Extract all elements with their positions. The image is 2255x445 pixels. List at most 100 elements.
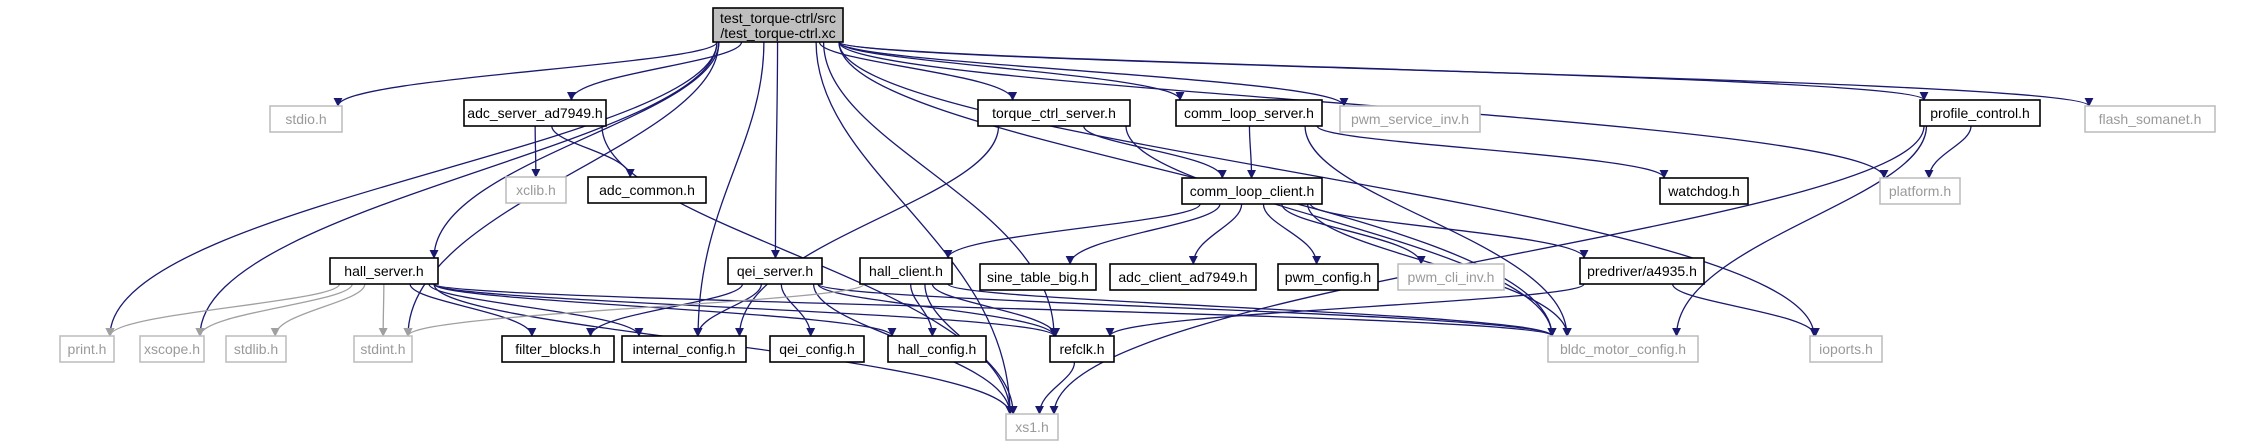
edge-root-to-print [105, 41, 718, 337]
edge-comm-srv-to-comm-client [1246, 125, 1257, 179]
edge-hall-server-to-stdint [378, 283, 388, 337]
graph-node-stdio[interactable]: stdio.h [269, 105, 343, 133]
graph-node-refclk[interactable]: refclk.h [1049, 335, 1115, 363]
node-label: adc_client_ad7949.h [1118, 269, 1247, 285]
edge-root-to-flash [838, 41, 2094, 107]
graph-node-comm-client[interactable]: comm_loop_client.h [1181, 177, 1323, 205]
graph-node-hall-server[interactable]: hall_server.h [329, 257, 439, 285]
node-label: comm_loop_server.h [1184, 105, 1314, 121]
edge-qei-server-to-bldc [817, 283, 1557, 337]
graph-node-qei-config[interactable]: qei_config.h [769, 335, 865, 363]
edge-comm-client-to-adc-client [1188, 203, 1243, 265]
edge-hall-client-to-refclk [931, 283, 1061, 337]
edge-root-to-stdio [333, 41, 718, 107]
edge-root-to-xs1 [815, 41, 1015, 415]
node-label: filter_blocks.h [515, 341, 601, 357]
graph-node-xs1[interactable]: xs1.h [1005, 413, 1059, 441]
node-label: platform.h [1889, 183, 1951, 199]
edge-adc-server-to-xclib [531, 125, 541, 178]
edge-qei-server-to-internal [693, 283, 762, 337]
graph-node-stdlib[interactable]: stdlib.h [225, 335, 287, 363]
dependency-nodes: test_torque-ctrl/src /test_torque-ctrl.x… [59, 7, 2216, 441]
node-label: adc_server_ad7949.h [467, 105, 602, 121]
node-label: internal_config.h [633, 341, 736, 357]
graph-node-filter[interactable]: filter_blocks.h [501, 335, 615, 363]
graph-node-xscope[interactable]: xscope.h [139, 335, 205, 363]
node-label: refclk.h [1059, 341, 1104, 357]
graph-node-xclib[interactable]: xclib.h [505, 176, 567, 204]
graph-node-flash[interactable]: flash_somanet.h [2084, 105, 2216, 133]
graph-node-qei-server[interactable]: qei_server.h [727, 257, 823, 285]
graph-node-pwm-cli-inv[interactable]: pwm_cli_inv.h [1397, 263, 1505, 291]
edge-predriver-to-refclk [1105, 283, 1585, 337]
node-label: hall_server.h [344, 263, 423, 279]
graph-node-pwm-inv[interactable]: pwm_service_inv.h [1339, 105, 1481, 133]
graph-node-print[interactable]: print.h [59, 335, 115, 363]
root-node-line2: /test_torque-ctrl.xc [720, 25, 835, 41]
edge-comm-client-to-hall-client [943, 203, 1201, 259]
node-label: print.h [68, 341, 107, 357]
edge-root-to-comm-srv [838, 41, 1185, 101]
edge-hall-client-to-hall-config [910, 283, 937, 337]
graph-node-bldc[interactable]: bldc_motor_config.h [1547, 335, 1699, 363]
edge-hall-server-to-stdlib [270, 283, 366, 337]
graph-node-adc-server[interactable]: adc_server_ad7949.h [463, 99, 607, 127]
edge-root-to-profile [838, 41, 1929, 101]
graph-node-hall-config[interactable]: hall_config.h [887, 335, 987, 363]
node-label: ioports.h [1819, 341, 1873, 357]
graph-node-sine-table[interactable]: sine_table_big.h [979, 263, 1097, 291]
edge-profile-to-platform [1924, 125, 1972, 179]
edge-refclk-to-xs1 [1034, 361, 1076, 415]
graph-node-comm-srv[interactable]: comm_loop_server.h [1175, 99, 1323, 127]
edge-hall-client-to-bldc [947, 283, 1557, 337]
graph-node-stdint[interactable]: stdint.h [353, 335, 413, 363]
edge-comm-srv-to-watchdog [1316, 125, 1669, 179]
node-label: comm_loop_client.h [1190, 183, 1315, 199]
node-label: sine_table_big.h [987, 269, 1089, 285]
edge-torque-srv-to-bldc [1125, 125, 1557, 337]
graph-node-ioports[interactable]: ioports.h [1809, 335, 1883, 363]
node-label: stdlib.h [234, 341, 278, 357]
node-label: stdint.h [360, 341, 405, 357]
node-label: xscope.h [144, 341, 200, 357]
node-label: torque_ctrl_server.h [992, 105, 1116, 121]
edge-qei-server-to-refclk [817, 283, 1059, 337]
edge-torque-srv-to-internal [734, 125, 1000, 337]
graph-node-adc-client[interactable]: adc_client_ad7949.h [1109, 263, 1257, 291]
edge-comm-client-to-predriver [1309, 203, 1589, 259]
edge-comm-client-to-sine-table [1065, 203, 1221, 265]
node-label: xclib.h [516, 182, 556, 198]
edge-predriver-to-ioports [1671, 283, 1820, 337]
graph-node-torque-srv[interactable]: torque_ctrl_server.h [977, 99, 1131, 127]
graph-node-profile[interactable]: profile_control.h [1919, 99, 2041, 127]
node-label: pwm_config.h [1285, 269, 1371, 285]
graph-node-root: test_torque-ctrl/src /test_torque-ctrl.x… [712, 7, 844, 43]
graph-node-watchdog[interactable]: watchdog.h [1659, 177, 1749, 205]
graph-node-platform[interactable]: platform.h [1879, 177, 1961, 205]
edge-torque-srv-to-comm-client [1083, 125, 1227, 179]
graph-node-internal[interactable]: internal_config.h [621, 335, 747, 363]
graph-node-adc-common[interactable]: adc_common.h [587, 176, 707, 204]
edge-hall-server-to-filter [409, 283, 537, 337]
edge-root-to-adc-server [566, 41, 743, 101]
node-label: stdio.h [285, 111, 326, 127]
graph-node-pwm-config[interactable]: pwm_config.h [1277, 263, 1379, 291]
graph-node-predriver[interactable]: predriver/a4935.h [1579, 257, 1705, 285]
node-label: pwm_cli_inv.h [1408, 269, 1495, 285]
graph-node-hall-client[interactable]: hall_client.h [859, 257, 953, 285]
edge-root-to-xscope [195, 41, 718, 337]
root-node-line1: test_torque-ctrl/src [720, 10, 836, 26]
edge-root-to-hall-server [429, 41, 720, 259]
edge-root-to-internal [693, 41, 765, 337]
node-label: profile_control.h [1930, 105, 2030, 121]
node-label: adc_common.h [599, 182, 695, 198]
edge-comm-client-to-pwm-cli-inv [1281, 203, 1426, 265]
node-label: watchdog.h [1667, 183, 1740, 199]
edge-root-to-torque-srv [818, 41, 1018, 101]
node-label: predriver/a4935.h [1587, 263, 1697, 279]
node-label: xs1.h [1015, 419, 1048, 435]
node-label: qei_server.h [737, 263, 813, 279]
edge-qei-server-to-filter [586, 283, 744, 337]
node-label: bldc_motor_config.h [1560, 341, 1686, 357]
